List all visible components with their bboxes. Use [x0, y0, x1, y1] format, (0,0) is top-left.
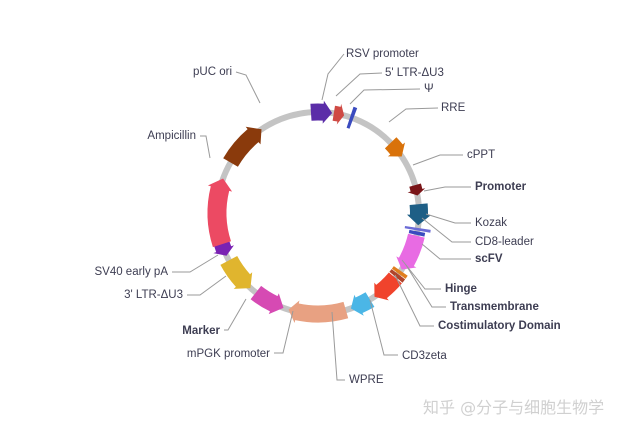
label-cd8leader: CD8-leader [475, 236, 534, 248]
label-sv40: SV40 early pA [94, 266, 168, 278]
label-transmembrane: Transmembrane [450, 301, 539, 313]
leader-line-rsv [321, 53, 345, 101]
label-ltr5: 5' LTR-ΔU3 [385, 67, 444, 79]
leader-line-hinge [401, 259, 441, 290]
leader-line-promoter [423, 186, 471, 192]
feature-cd3zeta-arrow [350, 292, 375, 316]
feature-cppt-arrow [407, 183, 426, 196]
feature-psi-arrow [346, 106, 358, 129]
feature-kozak-arrow [404, 226, 431, 233]
label-hinge: Hinge [445, 283, 477, 295]
label-cd3zeta: CD3zeta [402, 350, 447, 362]
feature-wpre-arrow [288, 300, 349, 323]
label-costim: Costimulatory Domain [438, 320, 561, 332]
label-promoter: Promoter [475, 181, 527, 193]
leader-lines [172, 53, 471, 381]
label-rre: RRE [441, 102, 466, 114]
leader-line-sv40 [172, 254, 219, 273]
feature-amp-arrow [207, 178, 233, 248]
leader-line-puc [235, 71, 261, 104]
label-wpre: WPRE [349, 374, 384, 386]
leader-line-wpre [331, 311, 345, 381]
leader-line-cd3zeta [369, 299, 398, 356]
leader-line-mpgk [274, 310, 294, 354]
feature-hinge-arrow [391, 266, 408, 279]
leader-line-psi [349, 88, 421, 105]
leader-line-ltr5 [335, 72, 383, 97]
leader-line-cppt [412, 154, 463, 166]
label-puc: pUC ori [193, 66, 232, 78]
feature-rre-arrow [384, 137, 405, 157]
label-kozak: Kozak [475, 217, 507, 229]
leader-line-costim [394, 274, 434, 327]
leader-line-transmembrane [405, 264, 446, 308]
feature-puc-arrow [223, 126, 262, 167]
label-scfv: scFV [475, 253, 503, 265]
leader-line-rre [388, 107, 439, 123]
feature-rsv-arrow [310, 100, 333, 124]
leader-line-marker [224, 298, 247, 331]
label-amp: Ampicillin [147, 130, 196, 142]
leader-line-cd8leader [421, 217, 471, 243]
leader-line-ltr3 [187, 275, 227, 296]
label-cppt: cPPT [467, 149, 495, 161]
label-ltr3: 3' LTR-ΔU3 [124, 289, 183, 301]
label-marker: Marker [182, 325, 220, 337]
leader-line-kozak [425, 213, 471, 224]
label-rsv: RSV promoter [346, 48, 419, 60]
feature-transmembrane-arrow [389, 269, 406, 283]
features-layer [207, 100, 431, 323]
leader-line-scfv [421, 243, 471, 260]
label-mpgk: mPGK promoter [187, 348, 270, 360]
feature-ltr5-arrow [332, 103, 345, 125]
feature-scfv-arrow [396, 233, 425, 270]
leader-line-amp [200, 135, 211, 159]
watermark: 知乎 @分子与细胞生物学 [423, 398, 604, 417]
feature-mpgk-arrow [250, 285, 284, 315]
feature-costim-arrow [374, 272, 402, 301]
feature-marker-arrow [220, 256, 253, 289]
label-psi: Ψ [424, 83, 434, 95]
feature-cd8leader-arrow [408, 229, 426, 237]
